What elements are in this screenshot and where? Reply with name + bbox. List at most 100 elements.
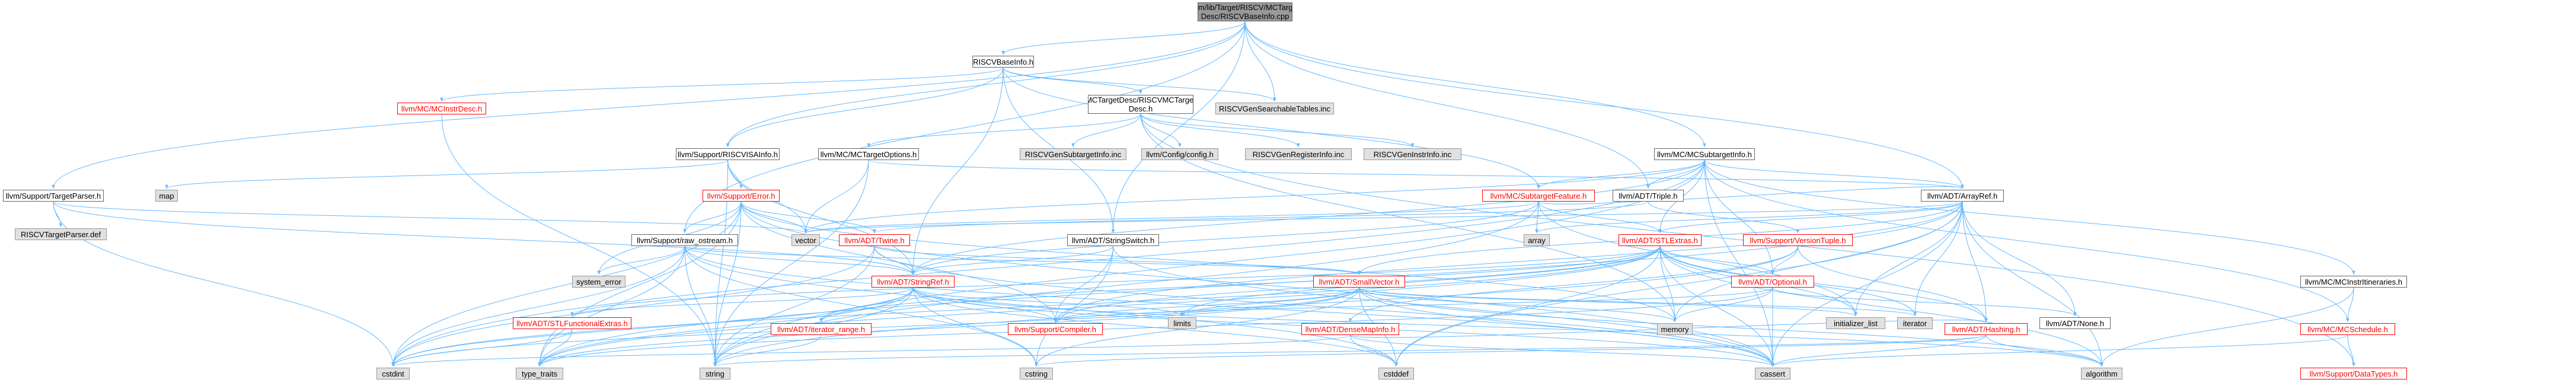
- edge-smallvector-to-cassert: [1359, 287, 1774, 367]
- edge-raw-ostream-to-stringref: [684, 245, 915, 275]
- edge-mcinstrineries-to-algorithm: [2100, 287, 2354, 367]
- node-riscvgensearchabletables: RISCVGenSearchableTables.inc: [1215, 103, 1334, 114]
- node-mctargetoptions[interactable]: llvm/MC/MCTargetOptions.h: [818, 148, 919, 160]
- node-riscvmctargetdesc[interactable]: MCTargetDesc/RISCVMCTarget Desc.h: [1088, 95, 1193, 114]
- node-twine[interactable]: llvm/ADT/Twine.h: [839, 234, 910, 246]
- node-mcinstrdesc[interactable]: llvm/MC/MCInstrDesc.h: [397, 103, 486, 114]
- edge-twine-to-smallvector: [874, 245, 1361, 275]
- edge-mctargetoptions-to-arrayref: [868, 160, 1964, 189]
- node-stringswitch[interactable]: llvm/ADT/StringSwitch.h: [1067, 234, 1159, 246]
- edge-stringref-to-cstdint: [391, 287, 914, 367]
- node-initializer-list: initializer_list: [1826, 317, 1885, 329]
- edge-twine-to-cstdint: [391, 245, 875, 367]
- node-iterator-range[interactable]: llvm/ADT/iterator_range.h: [771, 323, 872, 335]
- node-optional[interactable]: llvm/ADT/Optional.h: [1731, 276, 1814, 288]
- edge-arrayref-to-iterator: [1913, 201, 1963, 317]
- node-mcsubtargetfeature[interactable]: llvm/MC/SubtargetFeature.h: [1482, 190, 1595, 202]
- edge-riscvmctargetdesc-to-riscvgensubtargetinfo: [1071, 113, 1141, 148]
- node-arrayref[interactable]: llvm/ADT/ArrayRef.h: [1921, 190, 2004, 202]
- node-iterator: iterator: [1897, 317, 1933, 329]
- edge-riscvbaseinfo-h-to-stringref: [911, 67, 1004, 275]
- edge-stringswitch-to-cstring: [1035, 245, 1113, 367]
- edge-support-error-to-memory: [740, 201, 1677, 323]
- root-file-node: llvm/lib/Target/RISCV/MCTarget Desc/RISC…: [1198, 2, 1292, 21]
- edge-support-error-to-raw-ostream: [683, 201, 742, 234]
- node-triple[interactable]: llvm/ADT/Triple.h: [1613, 190, 1684, 202]
- node-mcsubtargetinfo[interactable]: llvm/MC/MCSubtargetInfo.h: [1654, 148, 1755, 160]
- edge-support-error-to-twine: [740, 201, 876, 234]
- edge-root-to-arrayref: [1244, 21, 1964, 189]
- edge-support-error-to-vector: [740, 201, 807, 234]
- edge-arrayref-to-cstddef: [1394, 201, 1963, 367]
- node-riscvtargetparser-def: RISCVTargetParser.def: [15, 228, 107, 240]
- edge-mcschedule-to-datatypes: [2347, 334, 2355, 367]
- node-raw-ostream[interactable]: llvm/Support/raw_ostream.h: [631, 234, 738, 246]
- edge-smallvector-to-type-traits: [538, 287, 1359, 367]
- node-stlextras[interactable]: llvm/ADT/STLExtras.h: [1619, 234, 1702, 246]
- node-riscvbaseinfo-h[interactable]: RISCVBaseInfo.h: [972, 56, 1034, 68]
- node-stringref[interactable]: llvm/ADT/StringRef.h: [872, 276, 955, 288]
- edge-arrayref-to-initializer-list: [1854, 201, 1963, 317]
- edge-arrayref-to-stlextras: [1658, 201, 1963, 234]
- edge-root-to-riscvbaseinfo-h: [1001, 21, 1246, 55]
- edge-root-to-stringswitch: [1111, 21, 1246, 234]
- node-smallvector[interactable]: llvm/ADT/SmallVector.h: [1313, 276, 1405, 288]
- node-none[interactable]: llvm/ADT/None.h: [2039, 317, 2111, 329]
- edge-smallvector-to-cstring: [1035, 287, 1359, 367]
- node-support-error[interactable]: llvm/Support/Error.h: [703, 190, 780, 202]
- edge-stlfunctionalextras-to-type-traits: [538, 329, 573, 367]
- edge-root-to-riscvisainfo: [726, 21, 1246, 148]
- edge-root-to-mcsubtargetinfo: [1244, 21, 1706, 148]
- edge-stringref-to-cstring: [912, 287, 1038, 367]
- edge-stlextras-to-stlfunctionalextras: [570, 245, 1661, 317]
- node-hashing[interactable]: llvm/ADT/Hashing.h: [1945, 323, 2028, 335]
- edge-arrayref-to-none: [1962, 201, 2077, 317]
- node-limits: limits: [1168, 317, 1196, 329]
- edge-stlextras-to-iterator-range: [819, 245, 1661, 323]
- edge-stlfunctionalextras-to-cstdint: [391, 329, 573, 367]
- edge-riscvisainfo-to-stringref: [727, 160, 915, 275]
- edge-arrayref-to-hashing: [1962, 201, 1988, 323]
- node-versiontuple[interactable]: llvm/Support/VersionTuple.h: [1743, 234, 1853, 246]
- edge-versiontuple-to-string: [713, 245, 1798, 367]
- edge-mcsubtargetinfo-to-optional: [1704, 160, 1774, 275]
- edge-raw-ostream-to-string: [684, 245, 717, 367]
- edge-raw-ostream-to-cstdint: [391, 245, 685, 367]
- edge-optional-to-type-traits: [538, 287, 1773, 367]
- edge-mcinstrdesc-to-string: [441, 114, 717, 367]
- node-riscvgeninstrinfo: RISCVGenInstrInfo.inc: [1364, 148, 1461, 160]
- edge-riscvmctargetdesc-to-riscvgeninstrinfo: [1140, 113, 1415, 148]
- edge-riscvbaseinfo-h-to-mcinstrdesc: [440, 67, 1004, 102]
- edge-mcsubtargetinfo-to-triple: [1646, 160, 1705, 189]
- node-mcinstrineries[interactable]: llvm/MC/MCInstrItineraries.h: [2300, 276, 2407, 288]
- edge-raw-ostream-to-system-error: [597, 245, 685, 275]
- edge-root-to-riscvgensearchabletables: [1244, 21, 1276, 102]
- node-targetparser[interactable]: llvm/Support/TargetParser.h: [3, 190, 104, 202]
- edge-stlextras-to-algorithm: [1659, 245, 2103, 367]
- node-datatypes[interactable]: llvm/Support/DataTypes.h: [2300, 368, 2407, 380]
- edge-raw-ostream-to-cstddef: [684, 245, 1398, 367]
- edge-arrayref-to-algorithm: [1962, 201, 2103, 367]
- edge-densemapinfo-to-cstdint: [391, 334, 1351, 367]
- edge-support-error-to-string: [713, 201, 742, 367]
- edge-optional-to-memory: [1673, 287, 1773, 323]
- node-riscvgenregisterinfo: RISCVGenRegisterInfo.inc: [1245, 148, 1352, 160]
- node-compiler[interactable]: llvm/Support/Compiler.h: [1008, 323, 1103, 335]
- node-densemapinfo[interactable]: llvm/ADT/DenseMapInfo.h: [1301, 323, 1399, 335]
- edge-iterator-range-to-string: [713, 334, 822, 367]
- node-mcschedule[interactable]: llvm/MC/MCSchedule.h: [2300, 323, 2395, 335]
- node-config-h: llvm/Config/config.h: [1141, 148, 1218, 160]
- edge-mcinstrineries-to-mcschedule: [2346, 287, 2354, 323]
- edge-versiontuple-to-optional: [1771, 245, 1798, 275]
- edge-smallvector-to-compiler: [1054, 287, 1359, 323]
- edge-targetparser-to-stringref: [53, 201, 915, 275]
- edge-mctargetoptions-to-vector: [804, 160, 869, 234]
- edge-smallvector-to-iterator: [1359, 287, 1917, 317]
- edge-riscvbaseinfo-h-to-mcsubtargetfeature: [1003, 67, 1540, 189]
- edge-riscvmctargetdesc-to-mctargetoptions: [867, 113, 1141, 148]
- node-riscvisainfo[interactable]: llvm/Support/RISCVISAInfo.h: [676, 148, 780, 160]
- edge-mcsubtargetfeature-to-initializer-list: [1538, 201, 1857, 317]
- edge-stlextras-to-optional: [1659, 245, 1774, 275]
- node-stlfunctionalextras[interactable]: llvm/ADT/STLFunctionalExtras.h: [513, 317, 631, 329]
